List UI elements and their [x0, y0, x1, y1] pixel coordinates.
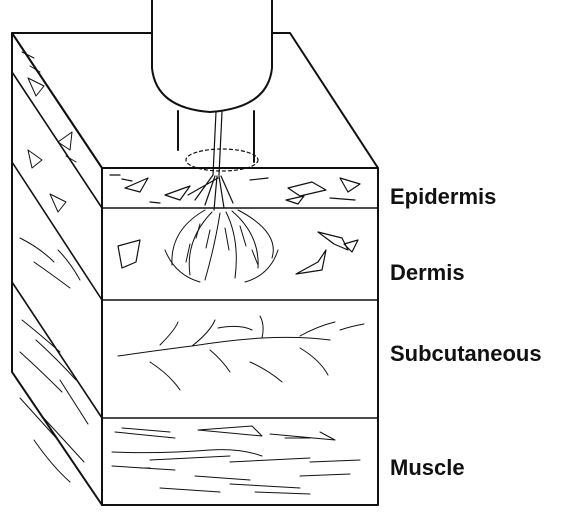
block-left-face — [12, 33, 102, 505]
label-epidermis: Epidermis — [390, 186, 496, 208]
injector-device — [152, 0, 272, 171]
left-face-textures — [20, 52, 88, 482]
label-dermis: Dermis — [390, 262, 465, 284]
left-boundary-epidermis — [12, 72, 102, 208]
dermis-cells — [118, 232, 358, 274]
label-muscle: Muscle — [390, 457, 465, 479]
epidermis-cells — [110, 175, 360, 204]
subcutaneous-fibers — [118, 316, 364, 390]
left-boundary-dermis — [12, 162, 102, 300]
muscle-fibers — [112, 426, 360, 494]
label-subcutaneous: Subcutaneous — [390, 343, 542, 365]
jet-stream — [188, 112, 233, 210]
dermis-dispersion-pattern — [165, 210, 278, 282]
